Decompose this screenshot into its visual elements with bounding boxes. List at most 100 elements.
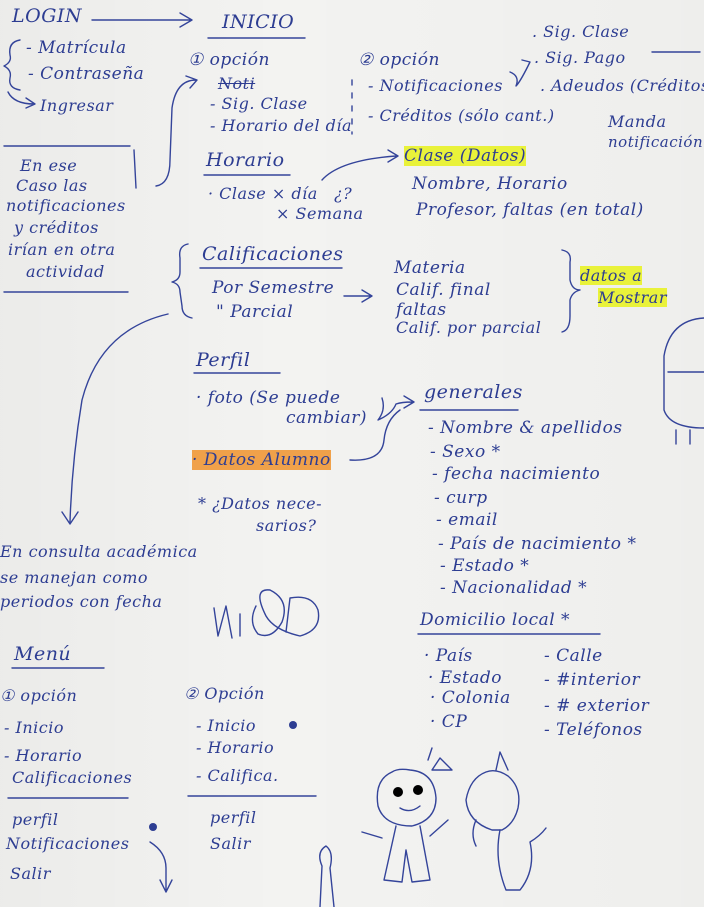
fields-brace: [561, 249, 581, 333]
notif-arrow: [149, 841, 173, 893]
datos-generales-link: [349, 409, 401, 461]
horario-clase-detail-2: Profesor, faltas (en total): [416, 200, 644, 220]
horario-clase-arrow: [321, 149, 399, 181]
horario-title: Horario: [206, 149, 285, 171]
perfil-datos-alumno: · Datos Alumno: [192, 450, 331, 470]
menu-title: Menú: [14, 643, 72, 665]
horario-clase-detail-1: Nombre, Horario: [412, 174, 568, 194]
inicio-note-manda: Manda: [608, 112, 667, 131]
menu-opcion2-item-inicio: - Inicio: [196, 716, 256, 735]
foto-generales-arrow: [377, 395, 415, 421]
menu-opcion1-bottom-notificaciones: Notificaciones: [6, 834, 130, 853]
domicilio-left-4: · CP: [430, 712, 468, 732]
login-item-matricula: - Matrícula: [26, 38, 127, 58]
generales-item-7: - Estado *: [440, 556, 530, 576]
inicio-opcion1-item-horario: - Horario del día: [210, 116, 353, 135]
inicio-opcion1-crossed: Noti: [218, 74, 256, 93]
menu-opcion1-bottom-salir: Salir: [10, 864, 51, 883]
menu-opcion2-bottom-salir: Salir: [210, 834, 251, 853]
note-line-5: irían en otra: [8, 240, 116, 259]
inicio-opcion2-label: ② opción: [358, 50, 440, 70]
menu-opcion1-item-inicio: - Inicio: [4, 718, 64, 737]
menu-opcion1-bottom-perfil: perfil: [12, 810, 59, 829]
horario-item-clase: · Clase × día: [208, 184, 318, 203]
note-line-2: Caso las: [16, 176, 88, 195]
perfil-foto-2: cambiar): [286, 408, 367, 428]
domicilio-right-1: - Calle: [544, 646, 603, 666]
generales-item-2: - Sexo *: [430, 442, 501, 462]
calif-arrow: [343, 289, 373, 303]
generales-item-4: - curp: [434, 488, 488, 508]
generales-item-1: - Nombre & apellidos: [428, 418, 623, 438]
note-line-4: y créditos: [14, 218, 99, 237]
calif-field-parcial: Calif. por parcial: [396, 318, 542, 337]
perfil-foto-1: · foto (Se puede: [196, 388, 341, 408]
note-line-1: En ese: [20, 156, 78, 175]
calif-field-faltas: faltas: [396, 300, 447, 320]
note-line-3: notificaciones: [6, 196, 126, 215]
domicilio-right-3: - # exterior: [544, 696, 650, 716]
menu-opcion1-label: ① opción: [0, 686, 78, 705]
note-line-6: actividad: [26, 262, 105, 281]
horario-item-semana: × Semana: [276, 204, 364, 223]
inicio-right-sigclase: . Sig. Clase: [532, 22, 630, 41]
login-brace: [3, 39, 21, 91]
generales-item-6: - País de nacimiento *: [438, 534, 637, 554]
consulta-note-1: En consulta académica: [0, 542, 198, 561]
domicilio-left-2: · Estado: [428, 668, 503, 688]
calif-title: Calificaciones: [202, 243, 344, 265]
generales-item-8: - Nacionalidad *: [440, 578, 588, 598]
small-doodle: [319, 845, 335, 907]
consulta-note-2: se manejan como: [0, 568, 149, 587]
menu-opcion2-bottom-perfil: perfil: [210, 808, 257, 827]
inicio-opcion1-item-sigclase: - Sig. Clase: [210, 94, 308, 113]
menu-opcion1-item-calificaciones: Calificaciones: [12, 768, 133, 787]
domicilio-left-1: · País: [424, 646, 473, 666]
domicilio-title: Domicilio local *: [420, 610, 571, 630]
domicilio-left-3: · Colonia: [430, 688, 511, 708]
menu-opcion2-label: ② Opción: [184, 684, 265, 703]
perfil-title: Perfil: [196, 349, 251, 371]
note-box-lines: [3, 145, 131, 293]
menu-opcion2-item-horario: - Horario: [196, 738, 275, 757]
calif-item-parcial: " Parcial: [216, 302, 294, 322]
perfil-question-1: * ¿Datos nece-: [198, 494, 322, 513]
calif-item-semestre: Por Semestre: [212, 278, 335, 298]
calif-field-final: Calif. final: [396, 280, 491, 300]
login-item-contrasena: - Contraseña: [28, 64, 145, 84]
inicio-opcion2-item-creditos: - Créditos (sólo cant.): [368, 106, 555, 125]
inicio-right-adeudos: . Adeudos (Créditos): [540, 76, 704, 95]
inicio-opcion2-item-notificaciones: - Notificaciones: [368, 76, 503, 95]
creature-1-head: [376, 768, 437, 827]
inicio-opcion1-label: ① opción: [188, 50, 270, 70]
consulta-note-3: periodos con fecha: [0, 592, 163, 611]
calif-field-materia: Materia: [394, 258, 466, 278]
generales-item-3: - fecha nacimiento: [432, 464, 601, 484]
horario-clase-label: Clase (Datos): [404, 146, 527, 166]
horario-question: ¿?: [334, 184, 353, 203]
perfil-question-2: sarios?: [256, 516, 317, 535]
inicio-title: INICIO: [222, 11, 295, 33]
menu-opcion2-item-califica: - Califica.: [196, 766, 279, 785]
robot-doodle: [663, 317, 704, 445]
signature-doodle: [213, 589, 320, 639]
login-title: LOGIN: [12, 5, 83, 27]
menu-opcion1-item-horario: - Horario: [4, 746, 83, 765]
note-to-inicio-arrow: [155, 75, 198, 187]
domicilio-right-4: - Teléfonos: [544, 720, 643, 740]
arrow-login-inicio: [91, 12, 193, 28]
domicilio-right-2: - #interior: [544, 670, 641, 690]
generales-item-5: - email: [436, 510, 498, 530]
generales-title: generales: [424, 381, 523, 403]
calif-down-arrow: [61, 313, 169, 525]
calif-brace: [171, 243, 193, 319]
calif-note-mostrar: Mostrar: [598, 288, 667, 307]
opcion2-arrow: [509, 59, 531, 87]
creature-2-head: [465, 769, 520, 831]
calif-note-datos: datos a: [580, 266, 643, 285]
inicio-note-notificacion: notificación: [608, 133, 704, 151]
inicio-right-sigpago: . Sig. Pago: [534, 48, 626, 67]
ingresar-arrow: [7, 91, 36, 109]
